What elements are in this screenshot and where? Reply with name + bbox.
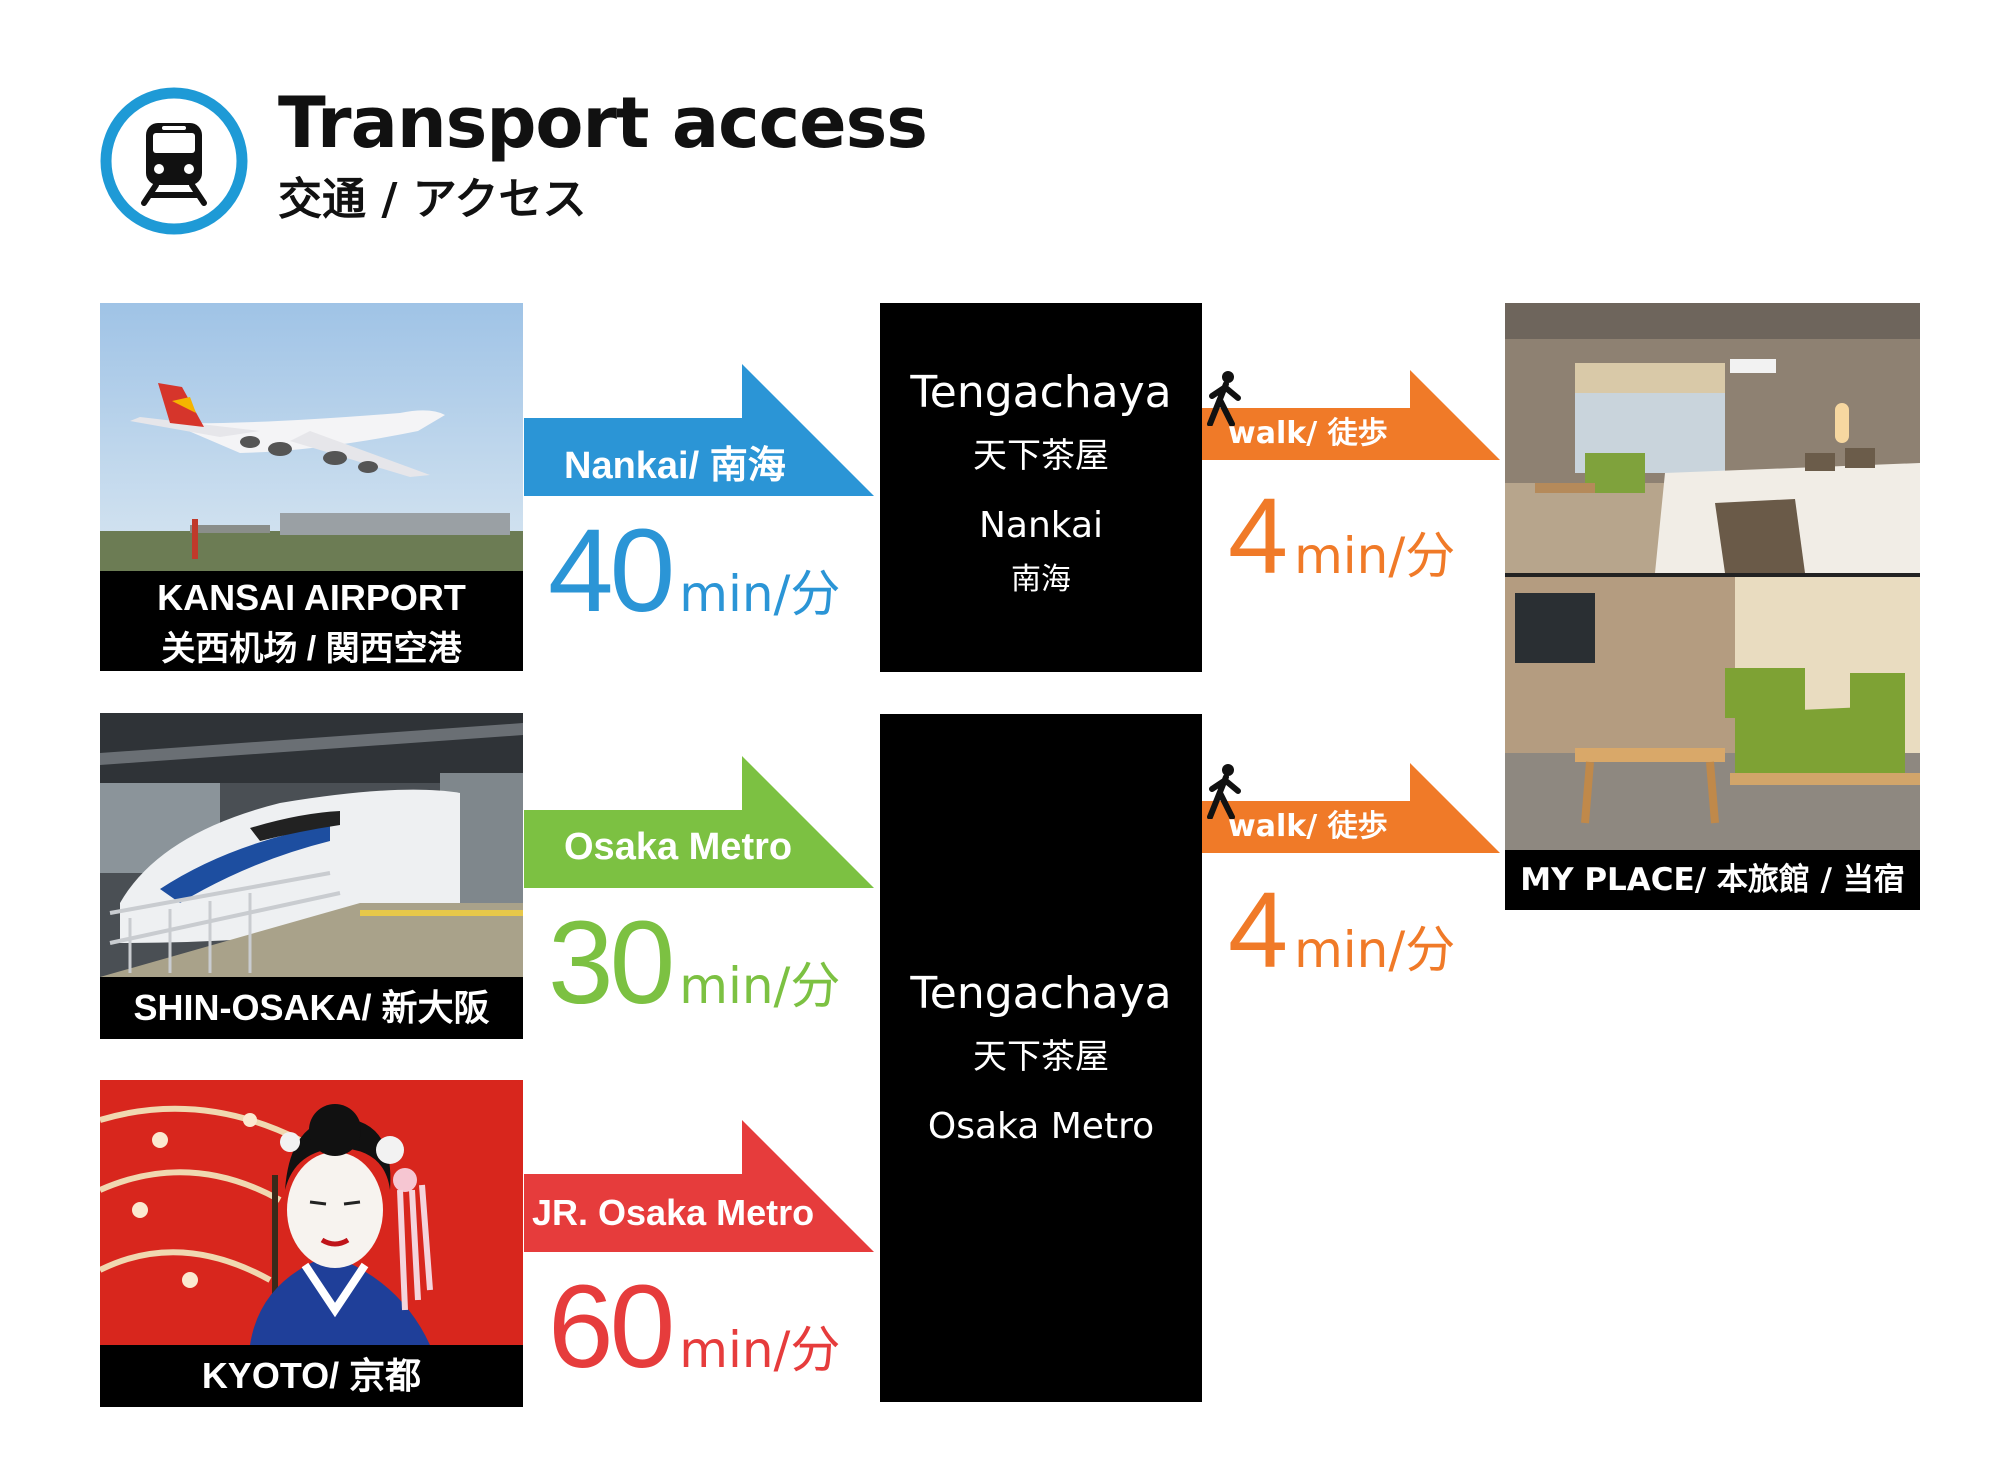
airplane-photo	[100, 303, 523, 571]
walk-label: walk/ 徒歩	[1228, 416, 1388, 451]
origin-caption: KYOTO/ 京都	[100, 1345, 523, 1407]
pedestrian-icon	[1207, 764, 1241, 819]
origin-card-kyoto: KYOTO/ 京都	[100, 1080, 523, 1407]
station-line-jp: 南海	[1011, 562, 1071, 597]
route-arrow-osaka-metro: Osaka Metro	[524, 756, 874, 888]
origin-name: SHIN-OSAKA/ 新大阪	[133, 987, 490, 1028]
walk-bar: walk/ 徒歩	[1202, 370, 1500, 460]
station-tengachaya-osaka-metro: Tengachaya 天下茶屋 Osaka Metro	[880, 714, 1202, 1402]
route-unit: min/分	[679, 565, 841, 623]
origin-name: KYOTO/ 京都	[201, 1355, 422, 1396]
route-arrow-jr-osaka-metro: JR. Osaka Metro	[524, 1120, 874, 1252]
destination-card: MY PLACE/ 本旅館 / 当宿	[1505, 303, 1920, 910]
route-minutes: 30	[548, 897, 675, 1029]
route-arrow-nankai: Nankai/ 南海	[524, 364, 874, 496]
route-unit: min/分	[679, 957, 841, 1015]
walk-minutes: 4	[1228, 475, 1289, 596]
route-line-label: Nankai/ 南海	[564, 445, 786, 487]
arrow-right-icon	[1202, 763, 1500, 853]
destination-name: MY PLACE/ 本旅館 / 当宿	[1505, 850, 1920, 910]
geisha-photo	[100, 1080, 523, 1345]
arrow-right-icon	[1202, 370, 1500, 460]
route-line-label: JR. Osaka Metro	[532, 1192, 815, 1233]
walk-bar: walk/ 徒歩	[1202, 763, 1500, 853]
shinkansen-photo	[100, 713, 523, 977]
page-title: Transport access	[278, 82, 928, 164]
walk-minutes: 4	[1228, 869, 1289, 990]
page-subtitle: 交通 / アクセス	[278, 174, 587, 225]
walk-unit: min/分	[1294, 921, 1456, 979]
origin-card-kansai: KANSAI AIRPORT 关西机场 / 関西空港	[100, 303, 523, 671]
origin-card-shin-osaka: SHIN-OSAKA/ 新大阪	[100, 713, 523, 1039]
origin-caption: SHIN-OSAKA/ 新大阪	[100, 977, 523, 1039]
station-tengachaya-nankai: Tengachaya 天下茶屋 Nankai 南海	[880, 303, 1202, 672]
station-line: Nankai	[978, 505, 1104, 546]
arrow-right-icon	[524, 756, 874, 888]
station-line: Osaka Metro	[927, 1106, 1155, 1147]
station-name-jp: 天下茶屋	[973, 436, 1109, 476]
route-line-label: Osaka Metro	[564, 826, 793, 868]
route-minutes: 60	[548, 1261, 675, 1393]
origin-caption: KANSAI AIRPORT 关西机场 / 関西空港	[100, 571, 523, 671]
arrow-right-icon	[524, 364, 874, 496]
pedestrian-icon	[1207, 371, 1241, 426]
station-name: Tengachaya	[910, 367, 1172, 418]
origin-name: KANSAI AIRPORT	[157, 577, 466, 618]
origin-name-jp: 关西机场 / 関西空港	[161, 630, 462, 668]
walk-unit: min/分	[1294, 527, 1456, 585]
route-minutes: 40	[548, 505, 675, 637]
station-name: Tengachaya	[910, 968, 1172, 1019]
station-name-jp: 天下茶屋	[973, 1037, 1109, 1077]
route-unit: min/分	[679, 1321, 841, 1379]
hotel-room-photo	[1505, 303, 1920, 850]
arrow-right-icon	[524, 1120, 874, 1252]
train-icon	[100, 87, 248, 235]
walk-label: walk/ 徒歩	[1228, 809, 1388, 844]
